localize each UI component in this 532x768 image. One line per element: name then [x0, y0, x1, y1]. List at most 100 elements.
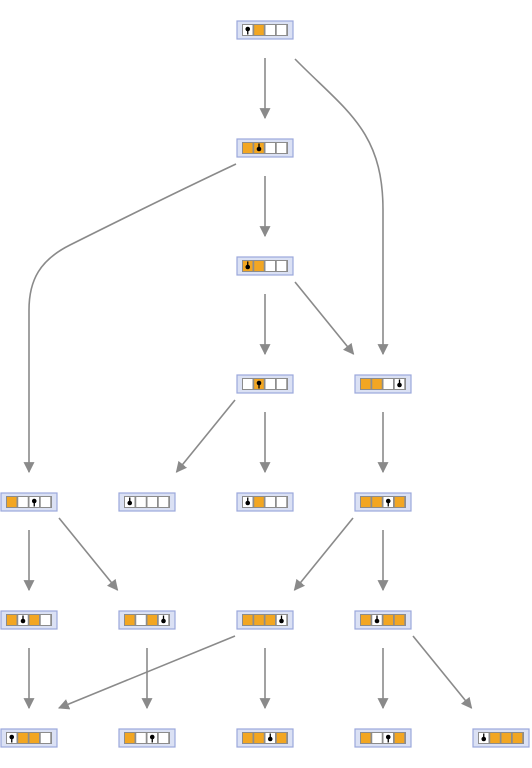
tape-cell-2-filled	[383, 615, 393, 625]
state-node-s2	[236, 256, 294, 276]
tape-cell-1-filled	[254, 25, 264, 35]
head-pointer-icon	[385, 498, 391, 504]
tape-cell-0-filled	[7, 615, 17, 625]
tape-cell-2-empty	[265, 379, 275, 389]
tape-cell-3-empty	[40, 615, 51, 625]
tape-background	[242, 24, 288, 36]
tape-cell-0-filled	[7, 497, 17, 507]
head-pointer-icon	[385, 734, 391, 740]
tape-background	[6, 732, 52, 744]
tape-cell-3-empty	[158, 497, 169, 507]
tape-cell-1-empty	[372, 733, 382, 743]
tape-cell-1-empty	[18, 497, 28, 507]
tape-background	[6, 496, 52, 508]
tape-cell-0-filled	[361, 497, 371, 507]
tape-cell-1-empty	[136, 497, 146, 507]
head-pointer-icon	[245, 26, 251, 32]
tape-background	[242, 496, 288, 508]
edge-s3-to-s6	[175, 399, 236, 473]
tape-cell-3-empty	[276, 497, 287, 507]
tape-background	[360, 496, 406, 508]
head-pointer-icon	[245, 264, 251, 270]
tape-cell-2-empty	[265, 25, 275, 35]
tape-cell-2-empty	[265, 261, 275, 271]
state-node-s4	[354, 374, 412, 394]
head-pointer-icon	[374, 618, 380, 624]
tape-background	[360, 732, 406, 744]
tape-background	[242, 732, 288, 744]
tape-cell-1-empty	[136, 733, 146, 743]
head-pointer-icon	[9, 734, 15, 740]
tape-cell-1-filled	[254, 497, 264, 507]
state-node-s3	[236, 374, 294, 394]
tape-cell-3-filled	[394, 615, 405, 625]
state-node-s13	[0, 728, 58, 748]
tape-background	[124, 732, 170, 744]
tape-cell-0-filled	[243, 143, 253, 153]
state-node-s9	[0, 610, 58, 630]
state-node-s7	[236, 492, 294, 512]
state-node-s8	[354, 492, 412, 512]
state-node-s10	[118, 610, 176, 630]
tape-cell-1-filled	[254, 615, 264, 625]
head-pointer-icon	[256, 380, 262, 386]
tape-background	[360, 378, 406, 390]
tape-cell-1-filled	[18, 733, 28, 743]
tape-cell-2-filled	[29, 733, 39, 743]
edge-s12-to-s17	[412, 635, 473, 709]
state-node-s14	[118, 728, 176, 748]
tape-cell-2-filled	[265, 615, 275, 625]
tape-cell-3-filled	[276, 733, 287, 743]
state-node-s6	[118, 492, 176, 512]
tape-cell-0-filled	[243, 733, 253, 743]
head-pointer-icon	[161, 618, 166, 624]
tape-background	[242, 142, 288, 154]
tape-cell-0-empty	[243, 379, 253, 389]
tape-cell-0-filled	[361, 379, 371, 389]
tape-background	[242, 378, 288, 390]
state-node-s15	[236, 728, 294, 748]
head-pointer-icon	[397, 382, 402, 388]
tape-cell-3-filled	[512, 733, 523, 743]
head-pointer-icon	[149, 734, 155, 740]
tape-cell-1-filled	[254, 261, 264, 271]
head-pointer-icon	[127, 500, 133, 506]
tape-cell-0-filled	[243, 615, 253, 625]
tape-cell-0-filled	[361, 733, 371, 743]
tape-cell-0-filled	[125, 733, 135, 743]
tape-background	[124, 496, 170, 508]
tape-background	[478, 732, 524, 744]
tape-cell-0-filled	[125, 615, 135, 625]
tape-cell-3-empty	[276, 261, 287, 271]
tape-cell-1-filled	[372, 379, 382, 389]
edges-layer	[23, 58, 473, 710]
tape-cell-1-filled	[372, 497, 382, 507]
tape-background	[124, 614, 170, 626]
head-pointer-icon	[20, 618, 26, 624]
state-node-s5	[0, 492, 58, 512]
tape-background	[6, 614, 52, 626]
nodes-layer	[0, 20, 530, 748]
head-pointer-icon	[279, 618, 284, 624]
tape-background	[242, 260, 288, 272]
head-pointer-icon	[256, 146, 262, 152]
tape-cell-2-empty	[265, 143, 275, 153]
tape-cell-3-empty	[40, 733, 51, 743]
state-node-s11	[236, 610, 294, 630]
tape-background	[242, 614, 288, 626]
state-node-s16	[354, 728, 412, 748]
state-node-s12	[354, 610, 412, 630]
tape-cell-3-empty	[276, 25, 287, 35]
tape-cell-2-filled	[29, 615, 39, 625]
tape-cell-3-empty	[40, 497, 51, 507]
edge-s11-to-s13	[57, 635, 236, 710]
tape-cell-2-empty	[265, 497, 275, 507]
tape-cell-3-filled	[394, 733, 405, 743]
head-pointer-icon	[245, 500, 251, 506]
tape-cell-0-filled	[361, 615, 371, 625]
tape-cell-3-empty	[276, 379, 287, 389]
state-node-s1	[236, 138, 294, 158]
tape-cell-3-filled	[394, 497, 405, 507]
tape-cell-1-empty	[136, 615, 146, 625]
